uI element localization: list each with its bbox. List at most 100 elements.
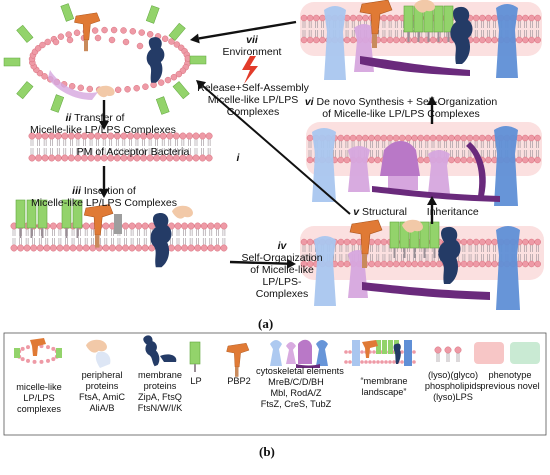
lipid-head — [181, 244, 189, 252]
pm-text: PM of Acceptor Bacteria — [76, 146, 190, 158]
lipid-head — [399, 134, 406, 142]
micelle-head — [146, 31, 154, 38]
vi-line-2b: LP/LPS Complexes — [388, 108, 480, 120]
lipid-head — [343, 134, 351, 142]
lp-rod-body — [403, 5, 414, 33]
peach-protein-iii — [172, 205, 193, 219]
lipid-head — [368, 134, 375, 142]
lipid-head — [386, 260, 394, 268]
caption-a-text: (a) — [258, 316, 274, 331]
lipid-head — [429, 134, 437, 142]
lipid-head — [448, 134, 455, 142]
navy-protein-shape — [150, 212, 172, 268]
micelle-head — [170, 73, 178, 81]
micelle-inner-head — [94, 34, 102, 42]
micelle-lp-rod-body — [50, 94, 65, 113]
pm-label: PM of Acceptor Bacteria — [58, 146, 208, 158]
lipid-head — [374, 260, 382, 268]
violet-protein-v — [380, 141, 420, 176]
step-i-label: i — [228, 152, 248, 164]
purple-arm-v — [466, 142, 486, 196]
lipid-head — [534, 134, 541, 142]
legend-landscape-2: landscape” — [361, 387, 407, 397]
lipid-head — [135, 222, 143, 230]
peach-protein-micelle — [96, 85, 115, 98]
lipid-head — [128, 244, 136, 252]
micelle-inner-head — [66, 36, 74, 44]
lp-rod-anchor — [41, 228, 44, 238]
lipid-head — [374, 238, 382, 246]
lipid-head — [23, 244, 31, 252]
lipid-head — [10, 244, 18, 252]
purple-base-vi — [360, 56, 470, 76]
legend-membrane-4: FtsN/W/I/K — [137, 403, 183, 413]
step-ii-label: ii Transfer of Micelle-like LP/LPS Compl… — [30, 112, 176, 136]
lp-rod-vi-0 — [403, 5, 414, 42]
lipid-head — [49, 222, 57, 230]
lipid-head — [122, 222, 129, 230]
lipid-head — [466, 260, 474, 268]
legend-micelle-head — [26, 345, 30, 350]
lp-rod-iii-1 — [26, 199, 37, 238]
legend-lipid-head — [454, 346, 462, 354]
lightning-icon — [242, 56, 258, 84]
lipid-head — [306, 134, 314, 142]
pbp2-shape — [359, 0, 393, 35]
micelle-lp-rod-6 — [50, 94, 65, 113]
cyto-shape — [312, 128, 336, 202]
lp-rod-iii-2 — [37, 199, 48, 238]
cyto-shape — [270, 340, 282, 366]
lipid-head — [337, 260, 345, 268]
legend-lipids-1: (lyso)(glyco) — [427, 370, 479, 380]
lp-rod-body — [429, 221, 440, 249]
lipid-head — [343, 156, 351, 164]
lp-rod-iv-0 — [389, 221, 400, 258]
cyto-iv-3 — [496, 226, 520, 310]
navy-protein-shape — [438, 226, 461, 284]
legend-landscape-head — [392, 360, 396, 364]
legend-micelle-pbp2 — [30, 338, 46, 356]
lipid-head — [35, 154, 43, 162]
legend-micelle-head — [26, 358, 30, 363]
legend-micelle-1: micelle-like — [16, 382, 62, 392]
insertion-line-2: Micelle-like LP/LPS — [31, 197, 122, 209]
lipid-head — [522, 238, 529, 246]
lipid-head — [337, 238, 345, 246]
legend-lp-text: LP — [190, 376, 202, 386]
legend-phenotype-novel-swatch — [510, 342, 540, 364]
lipid-head — [200, 244, 208, 252]
legend-micelle-head — [51, 357, 56, 362]
lipid-head — [313, 36, 320, 44]
legend-landscape-head — [372, 360, 376, 364]
arrow-head — [190, 33, 200, 44]
legend-cyto-1 — [270, 340, 282, 366]
micelle-head — [164, 76, 172, 84]
lipid-head — [528, 134, 535, 142]
lipid-head — [374, 156, 381, 164]
legend-micelle-rod — [56, 348, 62, 358]
peach-protein-shape — [96, 85, 115, 98]
lipid-head — [194, 222, 202, 230]
lp-rod-iv-1 — [399, 221, 410, 258]
legend-landscape-head — [400, 360, 404, 364]
lipid-head — [82, 244, 90, 252]
lipid-head — [460, 260, 468, 268]
insertion-line-3: Complexes — [124, 197, 177, 209]
release-line-1: Release+Self-Assembly — [197, 82, 309, 94]
cyto-shape — [496, 226, 520, 310]
step-iv-label: iv Self-Organization of Micelle-like LP/… — [232, 240, 332, 300]
step-vii-numeral: vii — [246, 34, 258, 46]
legend-phenotype-label: phenotype previous novel — [472, 370, 548, 392]
cyto-shape — [496, 4, 518, 78]
purple-base-v — [372, 186, 500, 202]
navy-protein-iii — [150, 212, 172, 268]
legend-cyto-3 — [298, 339, 312, 364]
legend-landscape-1: “membrane — [360, 376, 408, 386]
lipid-head — [399, 260, 406, 268]
pbp2-shape — [83, 204, 114, 236]
lipid-head — [194, 244, 202, 252]
lipid-head — [491, 238, 498, 246]
legend-micelle-rod — [14, 348, 20, 358]
legend-micelle-head — [39, 359, 44, 364]
legend-membrane-2: proteins — [143, 381, 177, 391]
